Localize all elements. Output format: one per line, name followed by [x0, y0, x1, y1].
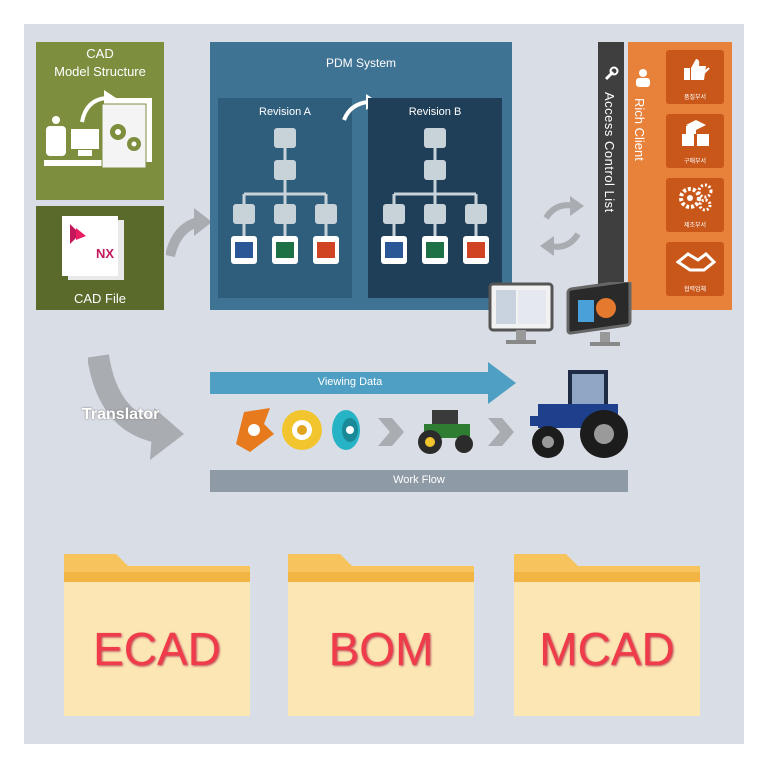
- cad-part-cyan-icon: [332, 410, 360, 450]
- folder-mcad-label: MCAD: [539, 623, 675, 675]
- rich-client-label: Rich Client: [632, 98, 647, 161]
- folder-mcad: MCAD: [514, 554, 700, 716]
- cad-to-pdm-arrow: [166, 208, 212, 258]
- folder-bom: BOM: [288, 554, 474, 716]
- cad-model-structure-panel: CAD Model Structure: [36, 42, 164, 200]
- translator-arrow: [88, 354, 184, 460]
- cad-part-orange-icon: [236, 408, 274, 452]
- tractor-large-icon: [530, 370, 628, 458]
- chevron-right-icon: [488, 418, 514, 446]
- pdm-title: PDM System: [325, 56, 396, 70]
- folder-icon: [64, 554, 250, 716]
- folder-ecad: ECAD: [64, 554, 250, 716]
- boxes-icon: [682, 120, 709, 146]
- nx-file-icon: [62, 216, 124, 280]
- access-control-list-bar: Access Control List: [598, 42, 624, 310]
- folder-icon: [288, 554, 474, 716]
- monitor-left-icon: [488, 282, 554, 344]
- dept-manufacturing: 제조부서: [666, 178, 724, 232]
- work-flow-label: Work Flow: [393, 474, 445, 486]
- revision-a-label: Revision A: [259, 106, 311, 118]
- revision-a-panel: Revision A: [218, 98, 352, 298]
- dept-quality: 품질부서: [666, 50, 724, 104]
- chevron-right-icon: [378, 418, 404, 446]
- dept-manufacturing-name: 제조부서: [683, 223, 707, 229]
- work-flow-bar: Work Flow: [210, 470, 628, 492]
- engineer-workstation-icon: [44, 90, 152, 169]
- wrench-icon: [604, 66, 619, 81]
- rich-client-panel: Rich Client 품질부서 구매부서: [628, 42, 732, 310]
- revision-b-label: Revision B: [408, 106, 462, 118]
- gears-icon: [679, 183, 713, 212]
- tractor-small-icon: [418, 410, 473, 454]
- dept-purchasing-name: 구매부서: [683, 159, 707, 165]
- cad-model-title-line2: Model Structure: [54, 64, 146, 79]
- revision-b-tree-icon: [381, 128, 489, 264]
- dept-quality-name: 품질부서: [683, 95, 707, 101]
- translator-label: Translator: [82, 406, 160, 423]
- user-icon: [636, 69, 650, 87]
- monitor-right-icon: [566, 282, 632, 346]
- cad-part-yellow-icon: [282, 410, 322, 450]
- thumbs-up-check-icon: [684, 59, 710, 80]
- viewing-data-bar: Viewing Data: [210, 372, 490, 394]
- dept-purchasing: 구매부서: [666, 114, 724, 168]
- viewing-data-arrowhead: [488, 362, 516, 404]
- revision-b-panel: Revision B: [368, 98, 502, 298]
- dept-partners-name: 협력업체: [683, 287, 707, 293]
- diagram-canvas: CAD Model Structure NX CAD File: [24, 24, 744, 744]
- dept-partners: 협력업체: [666, 242, 724, 296]
- handshake-icon: [676, 252, 716, 272]
- cad-file-title: CAD File: [73, 291, 126, 306]
- access-control-label: Access Control List: [602, 92, 617, 213]
- folder-icon: [514, 554, 700, 716]
- sync-arrows-icon: [540, 196, 584, 256]
- nx-badge: NX: [96, 246, 115, 261]
- folder-bom-label: BOM: [328, 623, 434, 675]
- cad-file-panel: NX CAD File: [36, 206, 164, 310]
- folder-ecad-label: ECAD: [93, 623, 221, 675]
- viewing-data-label: Viewing Data: [317, 376, 383, 388]
- pdm-system-panel: PDM System Revision A: [210, 42, 512, 310]
- cad-model-title-line1: CAD: [86, 46, 114, 61]
- revision-a-tree-icon: [231, 128, 339, 264]
